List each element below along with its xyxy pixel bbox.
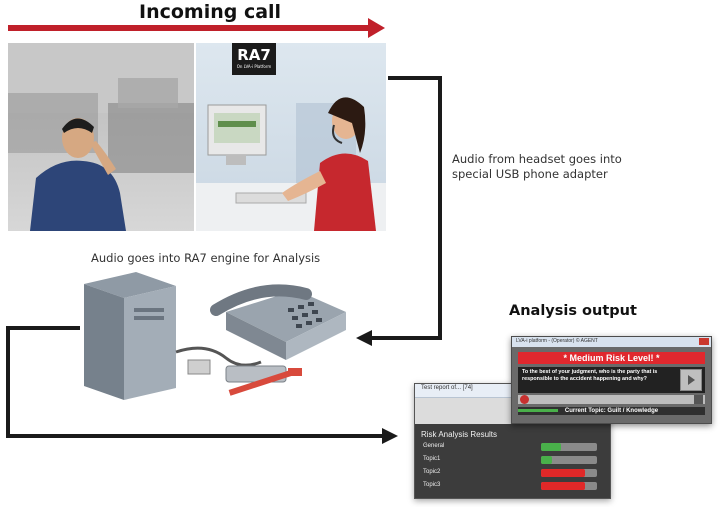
agent-scene [196, 97, 386, 231]
risk-report-title: Test report of... [74] [421, 385, 473, 391]
topic-progress [518, 409, 558, 412]
agent-illustration: RA7 On LVA-i Platform [196, 43, 386, 231]
settings-icon[interactable] [694, 395, 703, 404]
risk-row-label: General [423, 443, 445, 449]
risk-meter [541, 469, 597, 477]
risk-row-label: Topic3 [423, 482, 441, 488]
ra7-logo-brand: RA7 [237, 46, 271, 64]
analysis-output-title: Analysis output [509, 303, 637, 319]
play-button[interactable] [680, 369, 702, 391]
risk-meter-fill [541, 482, 585, 490]
risk-alert-title: LVA-i platform - (Operator) © AGENT [516, 338, 598, 344]
window-close-icon[interactable] [699, 338, 709, 345]
risk-alert-question: To the best of your judgment, who is the… [522, 369, 658, 382]
risk-row: General [421, 442, 604, 454]
risk-alert-titlebar: LVA-i platform - (Operator) © AGENT [512, 337, 711, 347]
engine-connector-head [382, 428, 398, 444]
hardware-illustration [76, 272, 366, 402]
risk-meter [541, 482, 597, 490]
risk-alert-topic: Current Topic: Guilt / Knowledge [518, 407, 705, 415]
hardware-scene [84, 272, 346, 400]
risk-meter [541, 443, 597, 451]
engine-label: Audio goes into RA7 engine for Analysis [91, 251, 321, 265]
incoming-call-title: Incoming call [139, 1, 282, 23]
engine-connector [6, 326, 382, 438]
caller-illustration [8, 43, 194, 231]
risk-report-heading: Risk Analysis Results [421, 430, 498, 439]
ra7-badge-icon [520, 395, 529, 404]
ra7-logo-tagline: On LVA-i Platform [236, 64, 272, 69]
incoming-arrow-head [368, 18, 385, 38]
headset-label: Audio from headset goes into special USB… [452, 152, 622, 181]
risk-meter-fill [541, 456, 552, 464]
risk-row-label: Topic2 [423, 469, 441, 475]
risk-meter-fill [541, 443, 561, 451]
risk-row: Topic1 [421, 455, 604, 467]
risk-meter [541, 456, 597, 464]
risk-alert-banner: * Medium Risk Level! * [518, 352, 705, 364]
risk-row-label: Topic1 [423, 456, 441, 462]
play-icon [688, 375, 695, 385]
risk-alert-window: LVA-i platform - (Operator) © AGENT * Me… [511, 336, 712, 424]
headset-connector-head [356, 330, 372, 346]
incoming-arrow-shaft [8, 25, 370, 31]
risk-meter-fill [541, 469, 585, 477]
ra7-logo: RA7 On LVA-i Platform [232, 43, 276, 75]
risk-row: Topic2 [421, 468, 604, 480]
headset-connector [372, 76, 442, 340]
risk-row: Topic3 [421, 481, 604, 493]
caller-scene [8, 43, 194, 231]
